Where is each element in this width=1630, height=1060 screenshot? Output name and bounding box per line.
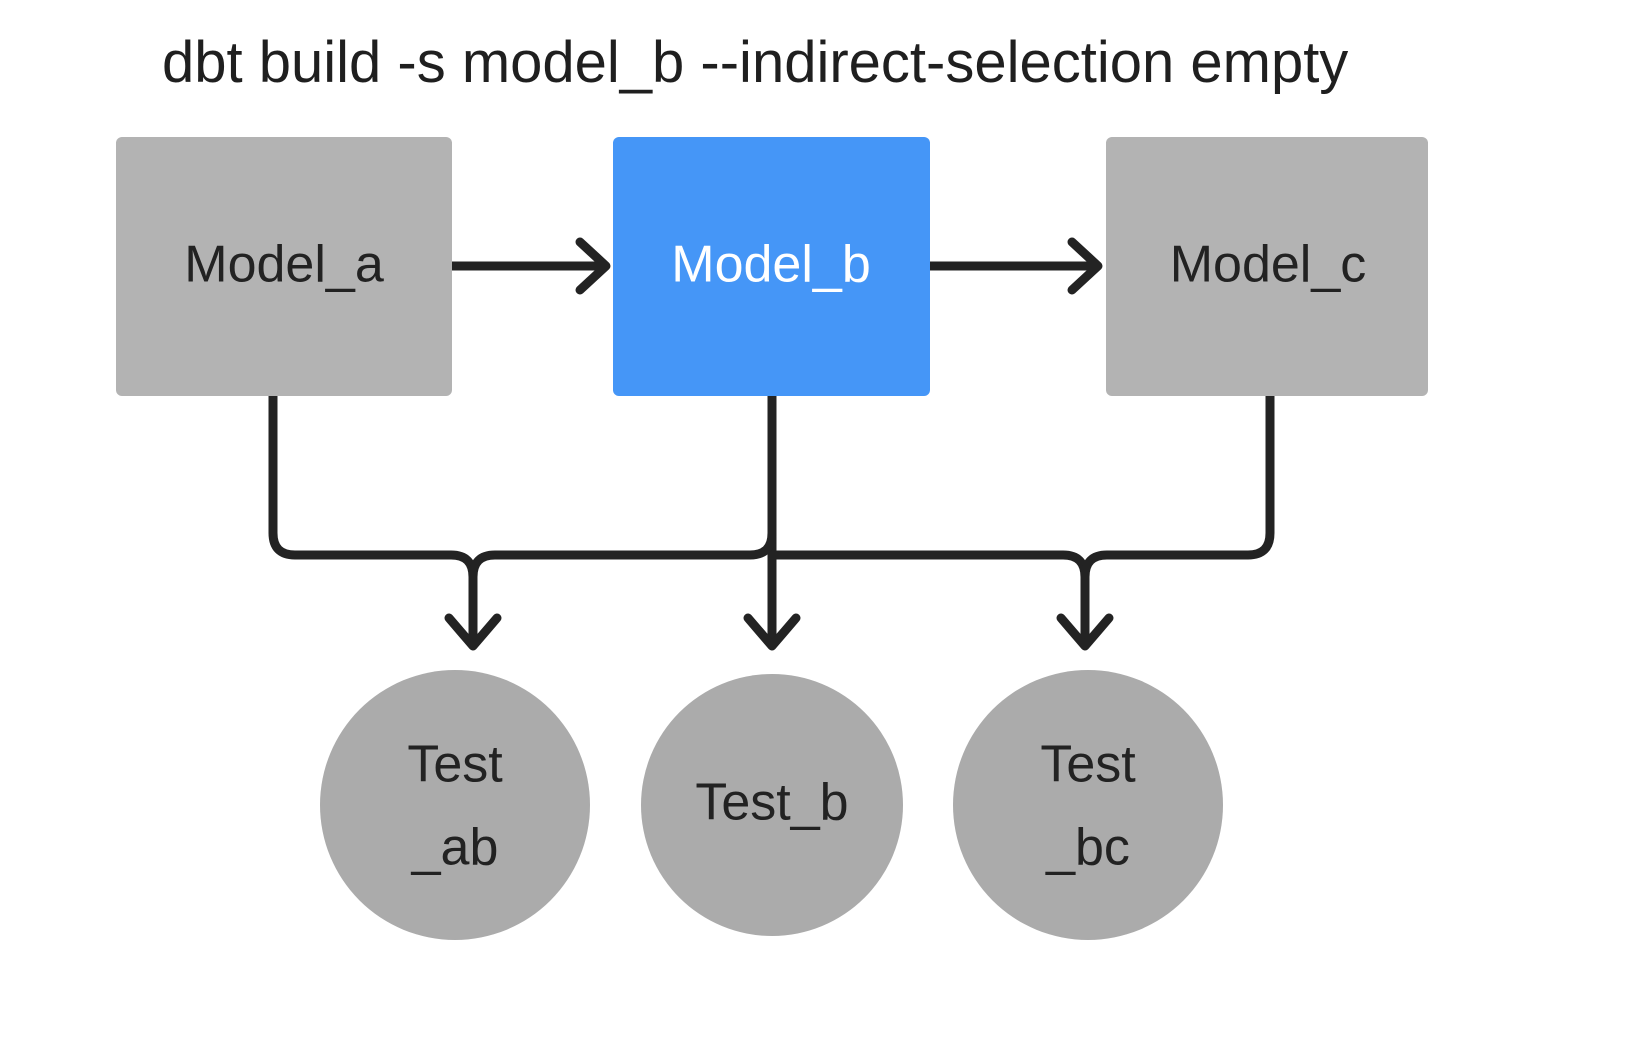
node-test-ab-shape[interactable] [320,670,590,940]
edge-model-b-to-test-b [743,396,801,651]
diagram-title: dbt build -s model_b --indirect-selectio… [162,30,1348,95]
node-test-ab-label-line1: Test [407,736,503,794]
node-test-bc-shape[interactable] [953,670,1223,940]
edge-model-b-to-model-c [930,237,1103,295]
node-model-b[interactable]: Model_b [613,137,930,396]
node-model-b-label: Model_b [671,236,870,294]
edge-drop-test-bc [1056,550,1114,651]
node-model-a-shape[interactable] [116,137,452,396]
edge-model-c-to-test-bc [1107,396,1275,560]
node-model-a[interactable]: Model_a [116,137,452,396]
node-model-c-shape[interactable] [1106,137,1428,396]
node-test-bc-label-line1: Test [1040,736,1136,794]
edge-drop-test-ab [444,550,502,651]
node-test-bc-label-line2: _bc [1045,819,1130,877]
node-model-a-label: Model_a [184,236,384,294]
node-model-b-shape[interactable] [613,137,930,396]
edge-model-b-to-test-ab [495,532,777,560]
edge-model-a-to-model-b [452,237,611,295]
node-model-c[interactable]: Model_c [1106,137,1428,396]
node-test-b[interactable]: Test_b [641,674,903,936]
node-model-c-label: Model_c [1170,236,1367,294]
edge-model-a-to-test-ab [268,396,451,560]
node-test-b-shape[interactable] [641,674,903,936]
node-test-ab-label-line2: _ab [411,819,499,877]
node-test-b-label-line1: Test_b [695,774,848,832]
node-test-bc[interactable]: Test _bc [953,670,1223,940]
node-test-ab[interactable]: Test _ab [320,670,590,940]
